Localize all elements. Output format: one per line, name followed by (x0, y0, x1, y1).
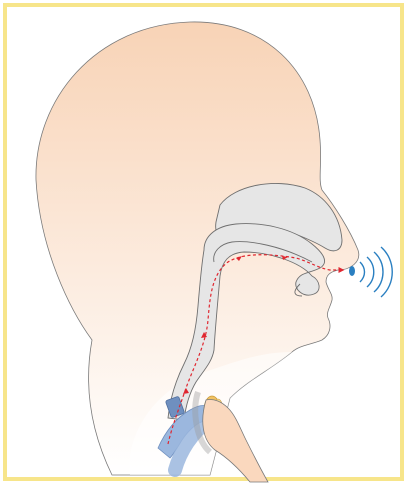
diagram-stage (0, 0, 415, 489)
speech-airway-diagram (0, 0, 415, 489)
